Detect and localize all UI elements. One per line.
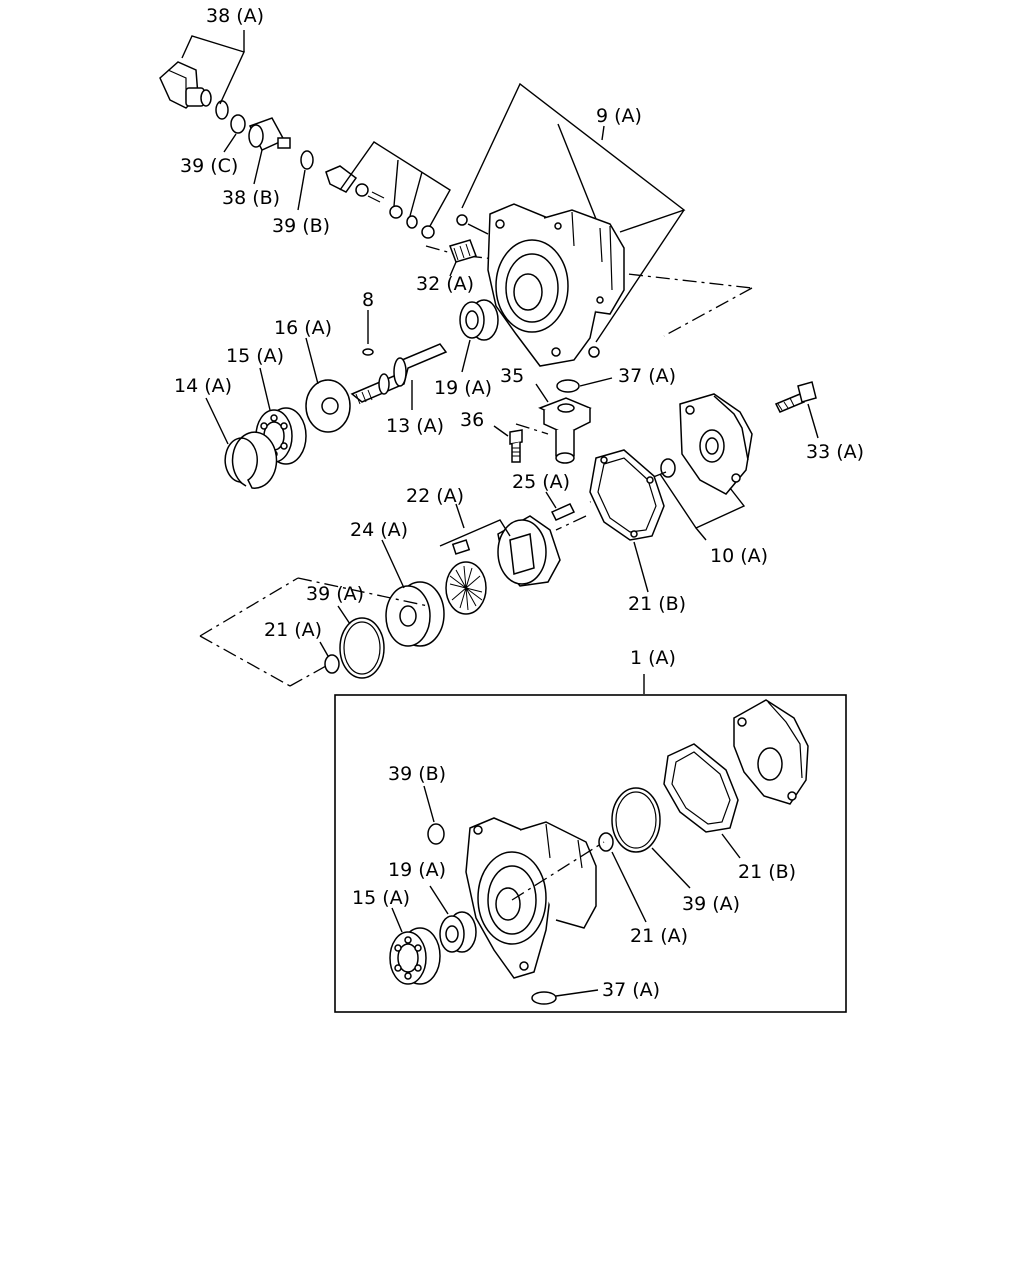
label-1a: 1 (A) <box>630 647 676 669</box>
part-8-key <box>362 348 374 356</box>
label-39a-box: 39 (A) <box>682 893 740 915</box>
part-21b-gasket <box>589 449 665 541</box>
label-32a: 32 (A) <box>416 273 474 295</box>
part-14a-snap-ring <box>224 431 278 489</box>
label-8: 8 <box>362 289 374 311</box>
box-19a-bearing <box>439 911 477 953</box>
part-38a-oring <box>215 100 229 120</box>
part-13a-shaft <box>350 343 448 405</box>
part-15a-ball-bearing <box>255 407 307 465</box>
part-cam-ring <box>497 515 561 587</box>
label-19a-top: 19 (A) <box>434 377 492 399</box>
box-21b-gasket <box>663 743 739 833</box>
label-39b-box: 39 (B) <box>388 763 446 785</box>
box-15a-ball-bearing <box>389 927 441 985</box>
box-39a-ring <box>611 787 661 853</box>
part-10a-end-cover <box>679 393 753 495</box>
part-21a-small-oring <box>324 654 340 674</box>
label-10a: 10 (A) <box>710 545 768 567</box>
part-36-bolt <box>509 429 523 463</box>
label-19a-box: 19 (A) <box>388 859 446 881</box>
label-36: 36 <box>460 409 484 431</box>
label-15a-box: 15 (A) <box>352 887 410 909</box>
label-33a: 33 (A) <box>806 441 864 463</box>
label-21a-box: 21 (A) <box>630 925 688 947</box>
label-38a: 38 (A) <box>206 5 264 27</box>
label-37a-top: 37 (A) <box>618 365 676 387</box>
part-39b-oring <box>300 150 314 170</box>
part-37a-oring <box>556 379 580 393</box>
label-25a: 25 (A) <box>512 471 570 493</box>
label-39c: 39 (C) <box>180 155 238 177</box>
box-end-cover <box>733 699 809 805</box>
part-10a-oring <box>660 458 676 478</box>
box-21a-ring <box>598 832 614 852</box>
label-14a: 14 (A) <box>174 375 232 397</box>
part-38a-elbow-fitting <box>159 61 212 109</box>
part-9a-housing <box>487 203 625 367</box>
label-16a: 16 (A) <box>274 317 332 339</box>
box-37a-ring <box>531 991 557 1005</box>
part-rotor <box>445 561 487 615</box>
box-housing <box>465 817 597 979</box>
box-39b-ring <box>427 823 445 845</box>
label-39b-top: 39 (B) <box>272 215 330 237</box>
part-35-flange-pipe <box>538 397 592 464</box>
part-25a-pin <box>550 503 576 521</box>
part-16a-washer <box>305 379 351 433</box>
label-13a: 13 (A) <box>386 415 444 437</box>
label-24a: 24 (A) <box>350 519 408 541</box>
label-9a: 9 (A) <box>596 105 642 127</box>
part-valve-stack <box>325 165 435 239</box>
label-37a-box: 37 (A) <box>602 979 660 1001</box>
label-35: 35 <box>500 365 524 387</box>
part-32a-stud <box>449 239 477 263</box>
part-22a-vane <box>451 539 471 555</box>
label-21a-top: 21 (A) <box>264 619 322 641</box>
kit-1a-box <box>334 694 847 1013</box>
label-39a-top: 39 (A) <box>306 583 364 605</box>
label-21b-box: 21 (B) <box>738 861 796 883</box>
label-22a: 22 (A) <box>406 485 464 507</box>
label-21b-top: 21 (B) <box>628 593 686 615</box>
part-39a-large-oring <box>339 617 385 679</box>
part-24a-side-plate <box>385 581 445 647</box>
label-15a-top: 15 (A) <box>226 345 284 367</box>
part-19a-bearing <box>459 299 499 341</box>
part-39c-oring <box>230 114 246 134</box>
label-38b: 38 (B) <box>222 187 280 209</box>
part-38b-valve <box>248 117 291 151</box>
part-33a-bolt <box>774 381 817 413</box>
